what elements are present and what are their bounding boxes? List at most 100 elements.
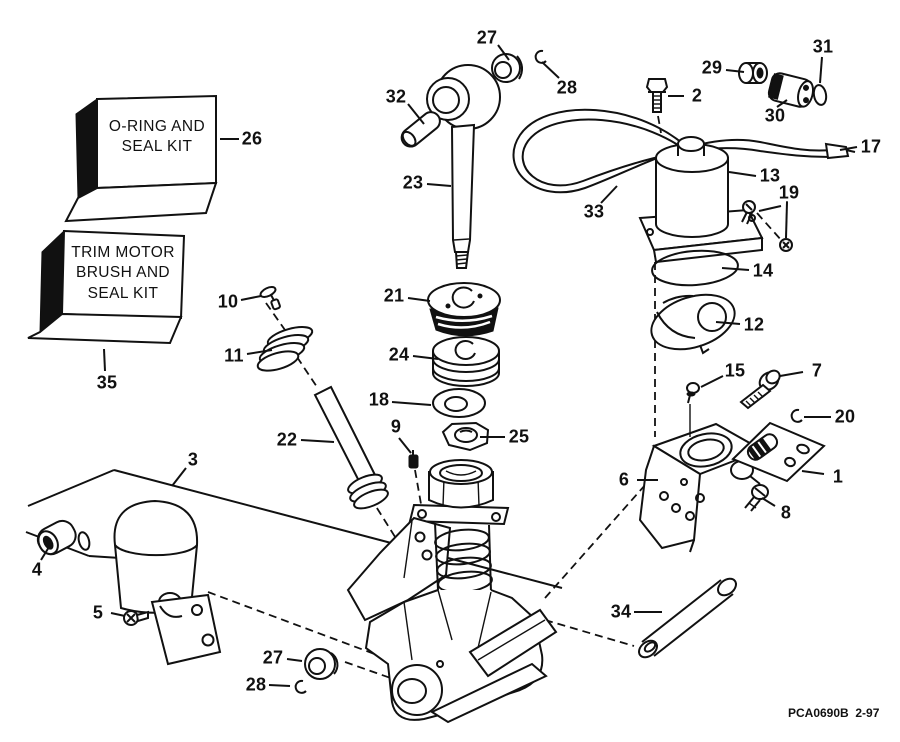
trim-kit-label: TRIM MOTOR BRUSH AND SEAL KIT bbox=[62, 243, 184, 304]
valve-30-art bbox=[767, 72, 815, 108]
callout-4: 4 bbox=[31, 559, 43, 580]
trim-kit-line-1: TRIM MOTOR bbox=[71, 244, 175, 261]
washer-18-art bbox=[432, 388, 486, 418]
leader-4 bbox=[40, 546, 50, 561]
bushing-27-bottom-art bbox=[304, 648, 339, 680]
oring-kit-line-1: O-RING AND bbox=[108, 118, 206, 135]
callout-27b: 27 bbox=[262, 647, 284, 668]
leader-19 bbox=[758, 205, 782, 212]
oring-kit-box-art bbox=[64, 94, 218, 223]
leader-21 bbox=[407, 297, 431, 302]
callout-15: 15 bbox=[724, 360, 746, 381]
callout-32: 32 bbox=[385, 86, 407, 107]
leader-14 bbox=[721, 267, 750, 271]
oring-14-art bbox=[651, 249, 739, 287]
screws-19-art bbox=[741, 200, 793, 252]
leader-28 bbox=[541, 61, 560, 79]
callout-27: 27 bbox=[476, 27, 498, 48]
leader-32 bbox=[407, 103, 425, 125]
bushing-4-art bbox=[36, 519, 91, 556]
leader-lines bbox=[40, 44, 858, 687]
oring-31-art bbox=[812, 84, 828, 106]
main-body-art bbox=[346, 459, 558, 724]
leader-5 bbox=[110, 612, 126, 617]
clip-20-art bbox=[790, 408, 803, 423]
bushing-27-top-art bbox=[491, 53, 523, 83]
callout-18: 18 bbox=[368, 389, 390, 410]
tilt-rod-art bbox=[426, 64, 501, 269]
leader-11 bbox=[246, 349, 273, 355]
pin-34-art bbox=[638, 577, 737, 659]
connector-17-art bbox=[824, 142, 850, 160]
callout-24: 24 bbox=[388, 344, 410, 365]
callout-34: 34 bbox=[610, 601, 632, 622]
callout-17: 17 bbox=[860, 136, 882, 157]
callout-14: 14 bbox=[752, 260, 774, 281]
leader-3 bbox=[171, 467, 187, 487]
callout-12: 12 bbox=[743, 314, 765, 335]
callout-2: 2 bbox=[691, 85, 703, 106]
callout-13: 13 bbox=[759, 165, 781, 186]
callout-23: 23 bbox=[402, 172, 424, 193]
callout-19: 19 bbox=[778, 182, 800, 203]
pin-9-art bbox=[408, 450, 419, 469]
leader-8 bbox=[761, 497, 776, 507]
pin-10-art bbox=[259, 286, 281, 311]
callout-22: 22 bbox=[276, 429, 298, 450]
leader-33 bbox=[600, 185, 618, 204]
leader-9 bbox=[398, 437, 412, 454]
cylinder-cap-21-art bbox=[427, 282, 501, 337]
screw-8-art bbox=[744, 484, 769, 512]
pump-cover-12-art bbox=[650, 293, 736, 355]
oring-kit-label: O-RING AND SEAL KIT bbox=[97, 117, 217, 158]
callout-31: 31 bbox=[812, 36, 834, 57]
motor-13-art bbox=[638, 136, 764, 264]
leader-10 bbox=[240, 295, 262, 301]
callout-26: 26 bbox=[241, 128, 263, 149]
bolt-7-art bbox=[739, 369, 781, 410]
leader-7 bbox=[779, 371, 804, 377]
leader-28b bbox=[268, 684, 291, 687]
leader-22 bbox=[300, 439, 335, 443]
callout-1: 1 bbox=[832, 466, 844, 487]
callout-29: 29 bbox=[701, 57, 723, 78]
trim-kit-line-2: BRUSH AND bbox=[75, 264, 171, 282]
callout-30: 30 bbox=[764, 105, 786, 126]
leader-23 bbox=[426, 183, 452, 187]
trim-kit-box-art bbox=[27, 229, 186, 345]
callout-28b: 28 bbox=[245, 674, 267, 695]
gasket-1-art bbox=[731, 421, 826, 483]
callout-21: 21 bbox=[383, 285, 405, 306]
callout-35: 35 bbox=[96, 372, 118, 393]
piston-24-art bbox=[432, 336, 500, 387]
callout-3: 3 bbox=[187, 449, 199, 470]
footer-part-code: PCA0690B 2-97 bbox=[788, 706, 880, 720]
leader-17 bbox=[839, 146, 858, 151]
callout-8: 8 bbox=[780, 502, 792, 523]
callout-7: 7 bbox=[811, 360, 823, 381]
callout-33: 33 bbox=[583, 201, 605, 222]
callout-6: 6 bbox=[618, 469, 630, 490]
leader-24 bbox=[412, 355, 439, 360]
wire-harness-art bbox=[512, 108, 856, 194]
pin-32-art bbox=[400, 111, 441, 148]
leader-18 bbox=[391, 401, 432, 406]
callout-11: 11 bbox=[224, 345, 244, 366]
trim-kit-line-3: SEAL KIT bbox=[87, 284, 159, 302]
screw-5-art bbox=[123, 610, 149, 626]
leader-13 bbox=[728, 171, 757, 177]
callout-10: 10 bbox=[217, 291, 239, 312]
callout-20: 20 bbox=[834, 406, 856, 427]
callout-28: 28 bbox=[556, 77, 578, 98]
trim-motor-art bbox=[113, 499, 222, 666]
piston-11-art bbox=[256, 326, 314, 372]
leader-30 bbox=[776, 99, 788, 108]
leader-29 bbox=[725, 69, 745, 73]
bolt-2-art bbox=[645, 78, 669, 113]
leader-19 bbox=[785, 201, 788, 239]
leader-1 bbox=[801, 470, 825, 475]
oring-kit-line-2: SEAL KIT bbox=[121, 138, 193, 156]
callout-5: 5 bbox=[92, 602, 104, 623]
